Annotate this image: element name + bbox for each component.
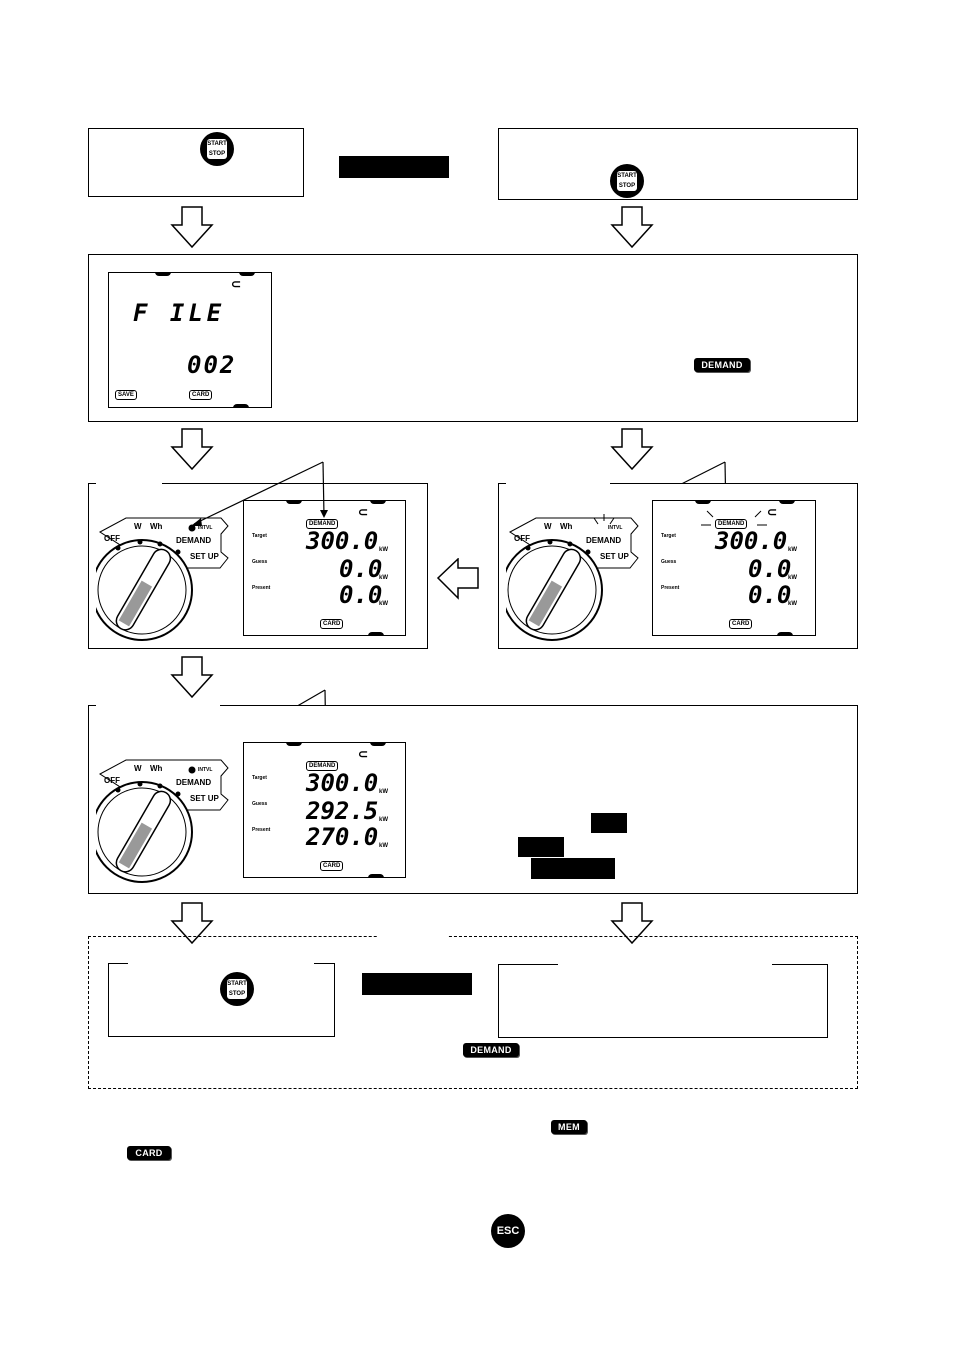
title-gap [96, 703, 220, 707]
demand-badge: DEMAND [694, 358, 750, 372]
present-value: 0.0 [339, 581, 383, 609]
plug-icon: ⊂ [767, 505, 778, 519]
down-arrow-icon [170, 428, 214, 470]
stop-group-dashed [88, 936, 858, 1089]
lcd-file-word: F ILE [133, 299, 226, 327]
target-value: 300.0 [306, 769, 379, 797]
title-gap [378, 934, 448, 938]
step-start-box [88, 128, 304, 197]
mem-badge: MEM [551, 1120, 587, 1134]
redacted-label [591, 813, 627, 833]
demand-tag: DEMAND [306, 761, 339, 771]
redacted-label [518, 837, 564, 857]
demand-tag-blinking: DEMAND [715, 519, 748, 529]
lcd-demand-setting-right: DEMAND ⊂ Target Guess Present 300.0 0.0 … [652, 500, 816, 636]
stop-box [108, 963, 335, 1037]
card-badge: CARD [127, 1146, 171, 1160]
present-value: 270.0 [306, 823, 379, 851]
step-start-box-alt [498, 128, 858, 200]
title-gap [506, 481, 610, 485]
plug-icon: ⊂ [231, 277, 242, 291]
redacted-label [339, 156, 449, 178]
lcd-demand-setting-left: DEMAND ⊂ Target Guess Present 300.0 0.0 … [243, 500, 406, 636]
card-tag: CARD [320, 619, 344, 629]
blink-indicator-icon [701, 510, 767, 526]
guess-value: 292.5 [306, 797, 379, 825]
plug-icon: ⊂ [358, 747, 369, 761]
esc-button-icon: ESC [491, 1214, 525, 1248]
down-arrow-icon [170, 902, 214, 944]
lcd-file-number: 002 [187, 351, 237, 379]
down-arrow-icon [170, 206, 214, 248]
plug-icon: ⊂ [358, 505, 369, 519]
auto-stop-box [498, 964, 828, 1038]
rotary-dial-left: OFF W Wh INTVL DEMAND SET UP [96, 512, 236, 642]
demand-badge: DEMAND [463, 1043, 519, 1057]
target-value: 300.0 [306, 527, 379, 555]
down-arrow-icon [610, 206, 654, 248]
title-gap [558, 962, 772, 966]
redacted-label [362, 973, 472, 995]
rotary-dial-measuring: OFF W Wh INTVL DEMAND SET UP [96, 754, 236, 884]
down-arrow-icon [170, 656, 214, 698]
card-tag: CARD [189, 390, 213, 400]
lcd-file-screen: ⊂ F ILE 002 SAVE CARD [108, 272, 272, 408]
redacted-label [531, 858, 615, 879]
down-arrow-icon [610, 902, 654, 944]
save-tag: SAVE [115, 390, 137, 400]
title-gap [96, 481, 162, 485]
guess-value: 0.0 [339, 555, 383, 583]
rotary-dial-right: OFF W Wh INTVL DEMAND SET UP [506, 512, 646, 642]
left-arrow-icon [436, 558, 479, 600]
down-arrow-icon [610, 428, 654, 470]
title-gap [128, 961, 314, 965]
lcd-demand-measuring: DEMAND ⊂ Target Guess Present 300.0 292.… [243, 742, 406, 878]
